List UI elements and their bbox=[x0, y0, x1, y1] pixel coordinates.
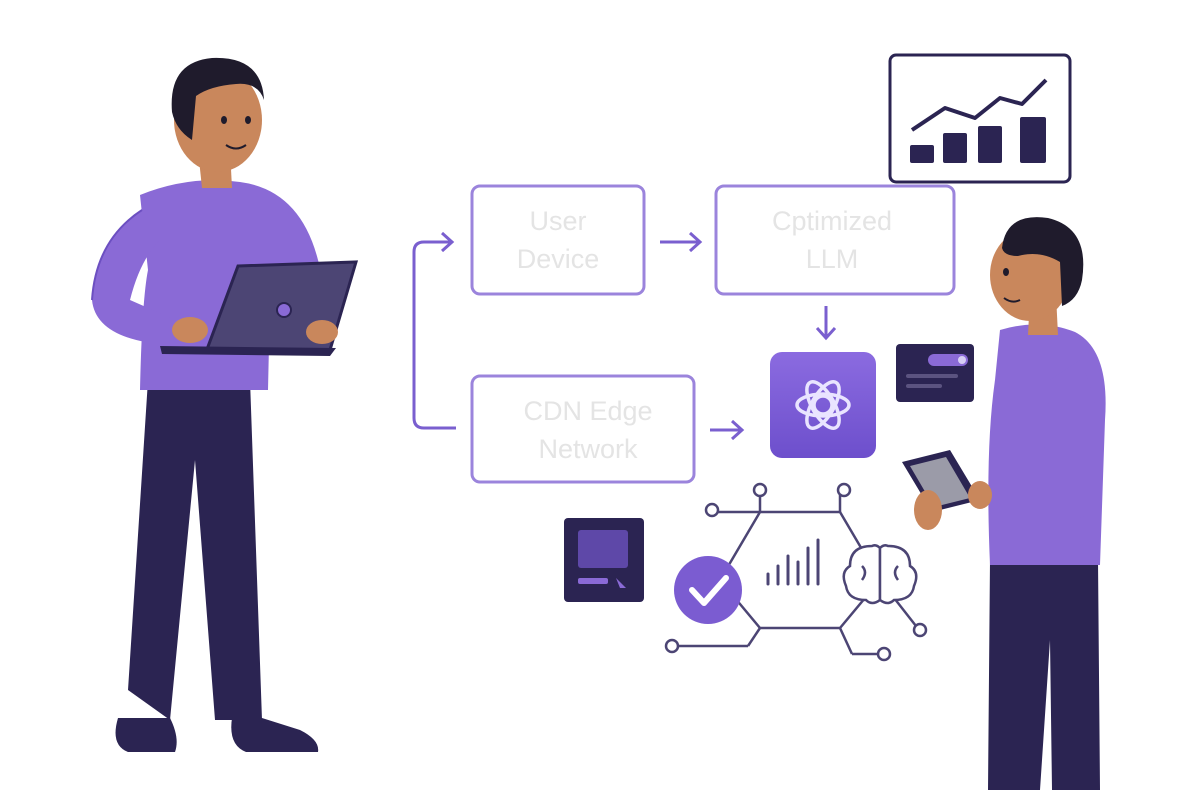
checkmark-icon bbox=[674, 556, 742, 624]
node-user-device: User Device bbox=[470, 184, 646, 296]
bar-signal-icon bbox=[766, 538, 820, 586]
arrow-llm-to-logo bbox=[815, 306, 837, 341]
toggle-card-icon bbox=[896, 344, 974, 402]
node-user-device-line2: Device bbox=[517, 244, 600, 274]
node-optimized-llm-line2: LLM bbox=[806, 244, 859, 274]
person-right bbox=[902, 217, 1106, 790]
image-card-icon bbox=[564, 518, 644, 602]
node-optimized-llm: Cptimized LLM bbox=[714, 184, 956, 296]
person-left bbox=[91, 57, 359, 752]
openai-logo-icon bbox=[770, 352, 876, 458]
arrow-cdn-to-logo bbox=[710, 419, 745, 441]
flow-diagram: User Device Cptimized LLM CDN Edge Netwo… bbox=[412, 184, 956, 484]
growth-chart-icon bbox=[888, 53, 1072, 184]
node-cdn-edge-line2: Network bbox=[538, 434, 638, 464]
brain-icon bbox=[842, 544, 918, 605]
tablet-icon bbox=[902, 450, 980, 512]
arrow-cdn-to-user bbox=[412, 231, 456, 430]
node-user-device-line1: User bbox=[529, 206, 586, 236]
arrow-user-to-llm bbox=[660, 231, 703, 253]
node-cdn-edge: CDN Edge Network bbox=[470, 374, 696, 484]
node-cdn-edge-line1: CDN Edge bbox=[523, 396, 652, 426]
node-optimized-llm-line1: Cptimized bbox=[772, 206, 892, 236]
